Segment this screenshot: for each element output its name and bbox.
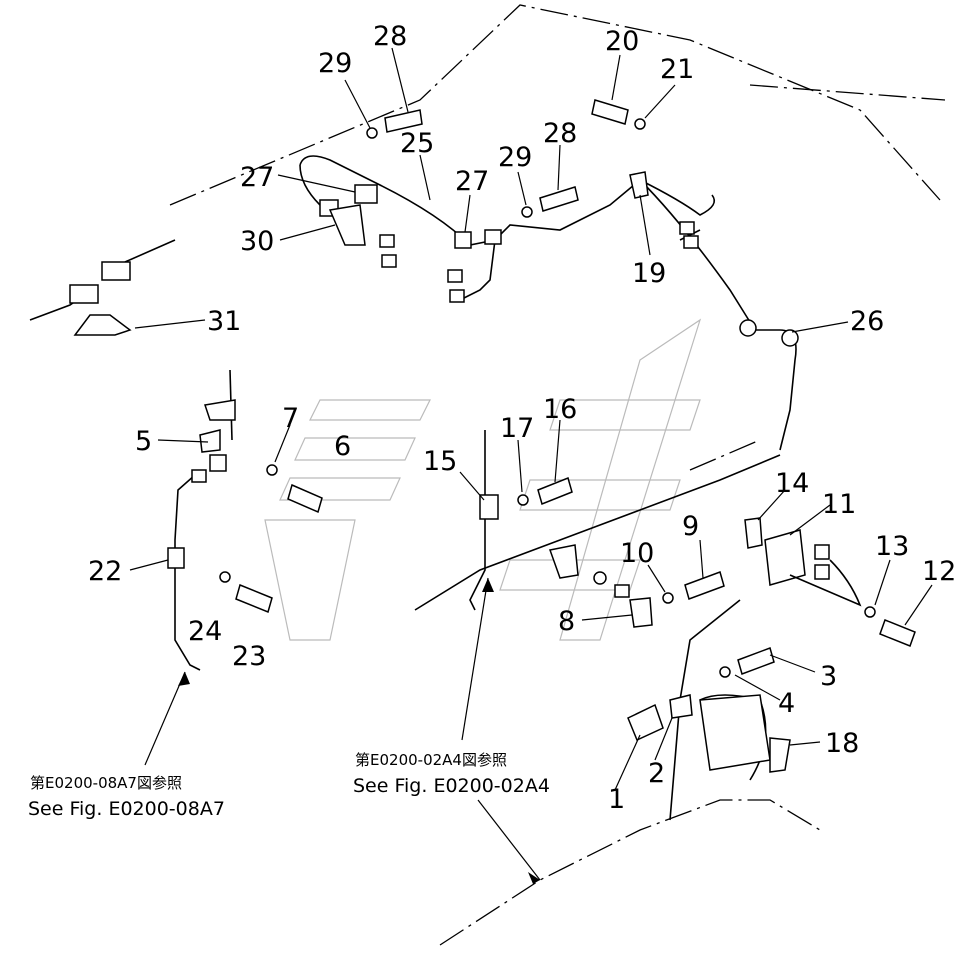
callout-3: 3 [820,661,837,692]
ref-center-jp: 第E0200-02A4図参照 [355,751,507,769]
callout-29-right: 29 [498,142,532,173]
watermark-logo [264,318,702,641]
bottom-group [627,599,791,821]
callout-12: 12 [922,556,956,587]
ref-left-jp: 第E0200-08A7図参照 [30,774,182,792]
callout-5: 5 [135,426,152,457]
callout-29-left: 29 [318,48,352,79]
callout-19: 19 [632,258,666,289]
machine-outline [169,4,946,946]
callout-26: 26 [850,306,884,337]
callout-2: 2 [648,758,665,789]
callout-1: 1 [608,784,625,815]
callout-6: 6 [334,431,351,462]
callout-13: 13 [875,531,909,562]
reference-notes: 第E0200-08A7図参照 See Fig. E0200-08A7 第E020… [28,751,550,820]
callout-28-right: 28 [543,118,577,149]
callout-17: 17 [500,413,534,444]
callout-numbers: 1 2 3 4 5 6 7 8 9 10 11 12 13 14 15 16 1… [88,21,956,815]
callout-20: 20 [605,26,639,57]
arrowheads [178,578,540,884]
callout-10: 10 [620,538,654,569]
callout-22: 22 [88,556,122,587]
callout-9: 9 [682,511,699,542]
callout-14: 14 [775,468,809,499]
callout-8: 8 [558,606,575,637]
callout-15: 15 [423,446,457,477]
top-hardware [366,99,646,218]
callout-28-left: 28 [373,21,407,52]
callout-27-right: 27 [455,166,489,197]
callout-7: 7 [282,403,299,434]
top-harness [299,155,799,451]
ref-center-en: See Fig. E0200-02A4 [353,775,550,797]
callout-27-left: 27 [240,162,274,193]
callout-30: 30 [240,226,274,257]
callout-16: 16 [543,394,577,425]
callout-23: 23 [232,641,266,672]
callout-11: 11 [822,489,856,520]
callout-21: 21 [660,54,694,85]
callout-4: 4 [778,688,795,719]
right-bracket [744,517,916,647]
callout-24: 24 [188,616,222,647]
callout-31: 31 [207,306,241,337]
callout-25: 25 [400,128,434,159]
left-connector-group [29,239,176,336]
callout-18: 18 [825,728,859,759]
center-harness [414,430,781,628]
left-harness [167,369,323,671]
leader-lines [129,47,933,881]
ref-left-en: See Fig. E0200-08A7 [28,798,225,820]
